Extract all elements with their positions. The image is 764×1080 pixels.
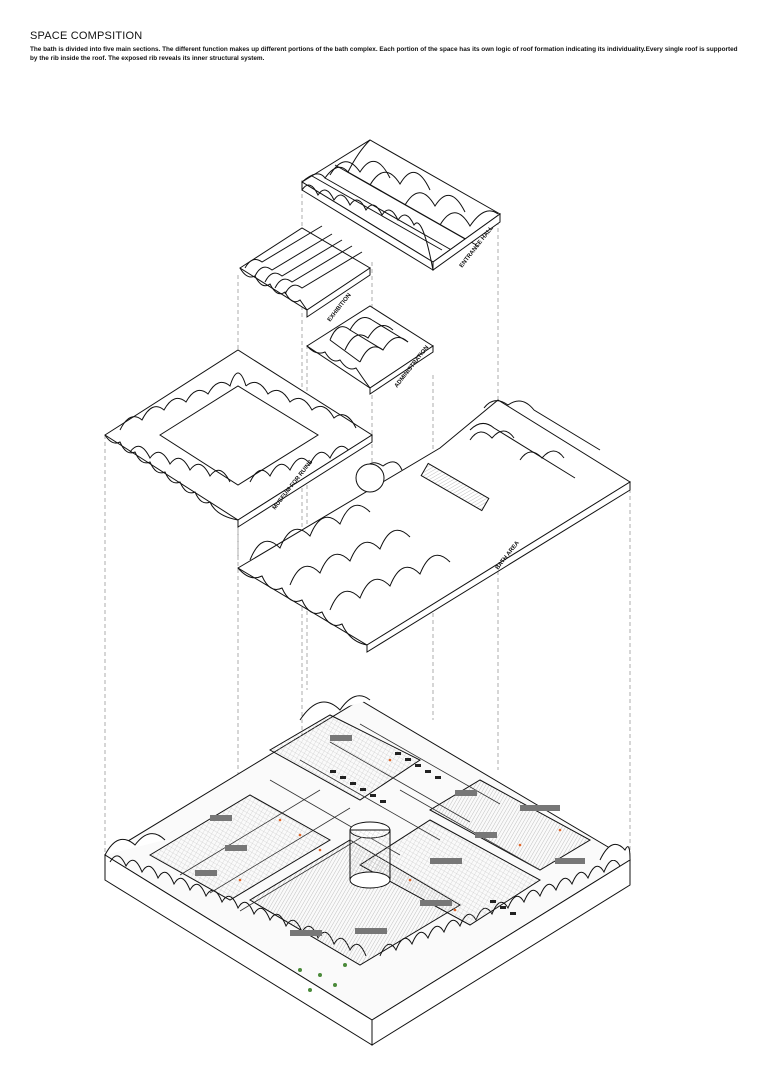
- ground-floor-plan: [104, 695, 631, 1046]
- entrance-hall-roof: [301, 139, 501, 271]
- page-description: The bath is divided into five main secti…: [30, 46, 738, 62]
- page-title: SPACE COMPSITION: [30, 30, 143, 42]
- administration-roof: [306, 305, 434, 395]
- bath-area-roof: [237, 399, 631, 653]
- museum-for-ruins-roof: [104, 349, 373, 528]
- exhibition-roof: [239, 225, 371, 318]
